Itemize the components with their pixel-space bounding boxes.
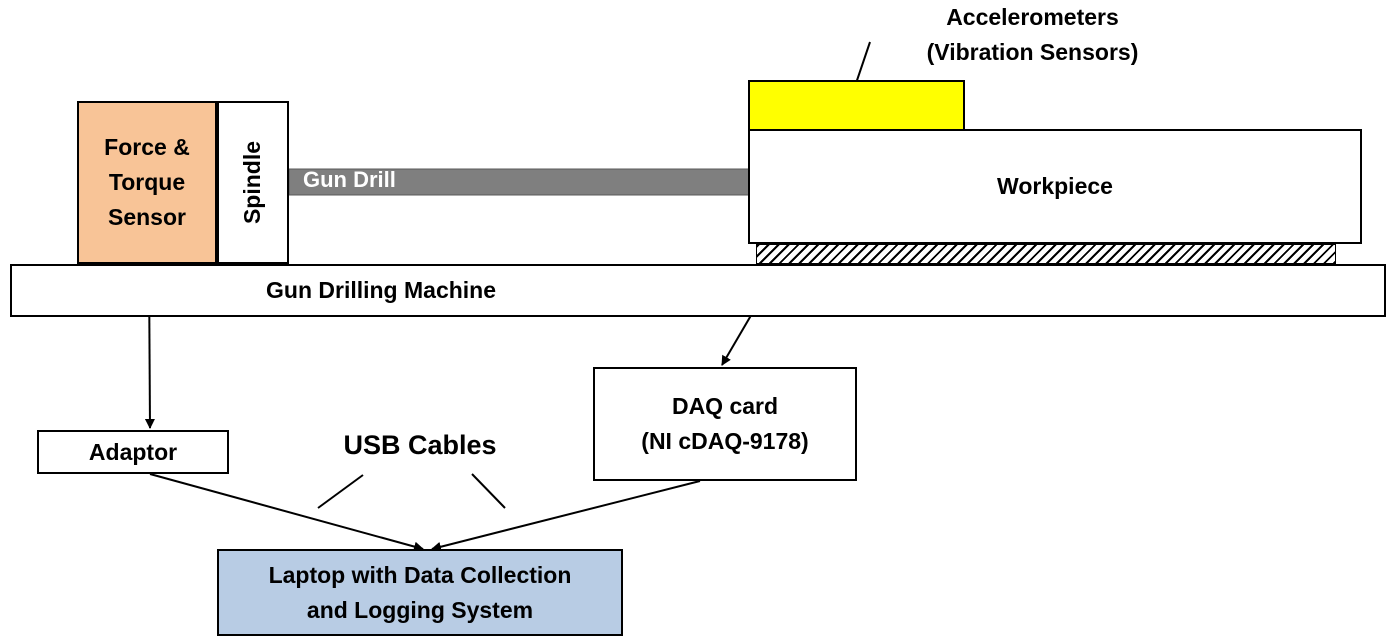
- daq-line-1: DAQ card: [671, 393, 779, 419]
- workpiece-label: Workpiece: [997, 173, 1113, 199]
- daq-card: DAQ card (NI cDAQ-9178): [593, 367, 857, 481]
- force-torque-sensor: Force & Torque Sensor: [77, 101, 217, 264]
- force-sensor-line-2: Torque: [108, 169, 186, 195]
- laptop-line-2: and Logging System: [306, 596, 534, 623]
- daq-to-laptop-arrow: [431, 480, 701, 552]
- usb-callout-right: [471, 473, 506, 509]
- workpiece: Workpiece: [748, 129, 1362, 244]
- force-sensor-line-3: Sensor: [108, 204, 186, 230]
- spindle: Spindle: [217, 101, 289, 264]
- daq-line-2: (NI cDAQ-9178): [641, 428, 809, 454]
- adaptor-to-laptop-arrow: [149, 473, 424, 552]
- machine-label: Gun Drilling Machine: [266, 277, 497, 303]
- adaptor-label: Adaptor: [88, 438, 178, 465]
- gun-drilling-machine: Gun Drilling Machine: [10, 264, 1386, 317]
- adaptor: Adaptor: [37, 430, 229, 474]
- gun-drill-label: Gun Drill: [303, 167, 396, 192]
- laptop-logging-system: Laptop with Data Collection and Logging …: [217, 549, 623, 636]
- laptop-line-1: Laptop with Data Collection: [268, 561, 572, 588]
- accelerometers-label-line-2: (Vibration Sensors): [926, 39, 1139, 65]
- usb-callout-left: [317, 474, 364, 509]
- accelerometers-label: Accelerometers (Vibration Sensors): [885, 0, 1180, 70]
- accelerometer-block: [748, 80, 965, 131]
- force-sensor-line-1: Force &: [104, 134, 190, 160]
- workpiece-fixture-hatch: [756, 244, 1336, 264]
- accelerometers-label-line-1: Accelerometers: [946, 4, 1119, 30]
- usb-cables-label: USB Cables: [343, 430, 497, 460]
- spindle-label: Spindle: [239, 140, 266, 225]
